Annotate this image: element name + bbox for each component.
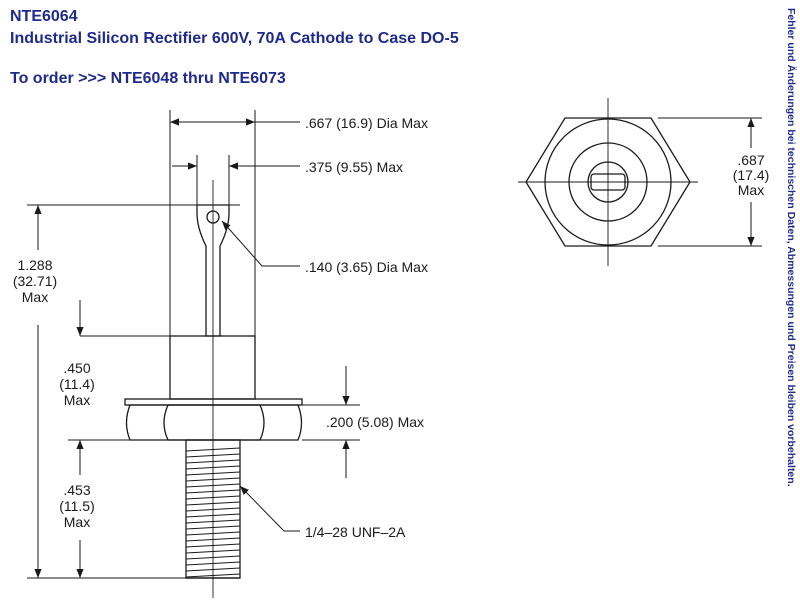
svg-text:Max: Max [64,514,90,530]
thread-spec-label: 1/4–28 UNF–2A [305,524,406,540]
svg-text:.453: .453 [63,482,90,498]
thread-line [185,477,241,482]
thread-line [185,537,241,542]
svg-text:Max: Max [738,182,764,198]
thread-line [185,573,241,578]
thread-line [185,483,241,488]
thread-line [185,507,241,512]
svg-text:.450: .450 [63,360,90,376]
svg-text:Max: Max [22,289,48,305]
svg-text:1.288: 1.288 [17,257,52,273]
mechanical-drawing: .667 (16.9) Dia Max .375 (9.55) Max .140… [13,98,770,598]
flange [124,398,303,406]
part-number: NTE6064 [10,8,78,25]
thread-line [185,495,241,500]
side-view [124,180,303,598]
svg-text:.687: .687 [737,152,764,168]
thread-length-label: .453 (11.5) Max [59,482,95,530]
top-dimensions [658,117,762,247]
top-view [518,98,698,266]
overall-dia-label: .667 (16.9) Dia Max [305,115,428,131]
thread-line [185,531,241,536]
thread-line [185,447,241,452]
thread-line [185,501,241,506]
thread-line [185,489,241,494]
thread-line [185,561,241,566]
hole-dia-label: .140 (3.65) Dia Max [305,259,428,275]
thread-line [185,525,241,530]
thread-line [185,555,241,560]
thread-line [185,459,241,464]
hex-across-flats-label: .687 (17.4) Max [733,152,770,198]
hex-height-label: .200 (5.08) Max [326,414,424,430]
product-description: Industrial Silicon Rectifier 600V, 70A C… [10,30,459,47]
body-cylinder [169,335,256,400]
order-range-line: To order >>> NTE6048 thru NTE6073 [10,70,286,87]
hex-nut [125,404,303,441]
thread-line [185,471,241,476]
lug-hole [206,210,220,224]
svg-text:(11.4): (11.4) [59,376,95,392]
thread-line [185,513,241,518]
body-height-label: .450 (11.4) Max [59,360,95,408]
disclaimer-note: Fehler und Änderungen bei technischen Da… [785,8,797,487]
thread-line [185,465,241,470]
thread-line [185,453,241,458]
thread-line [185,567,241,572]
thread-line [185,519,241,524]
overall-length-label: 1.288 (32.71) Max [13,257,57,305]
thread-line [185,549,241,554]
svg-text:(17.4): (17.4) [733,167,770,183]
svg-text:(11.5): (11.5) [59,498,95,514]
terminal-lug [196,204,230,337]
svg-text:Max: Max [64,392,90,408]
side-dimensions [27,110,360,579]
svg-text:(32.71): (32.71) [13,273,57,289]
thread-line [185,543,241,548]
thread-lines [185,447,241,578]
terminal-width-label: .375 (9.55) Max [305,159,403,175]
